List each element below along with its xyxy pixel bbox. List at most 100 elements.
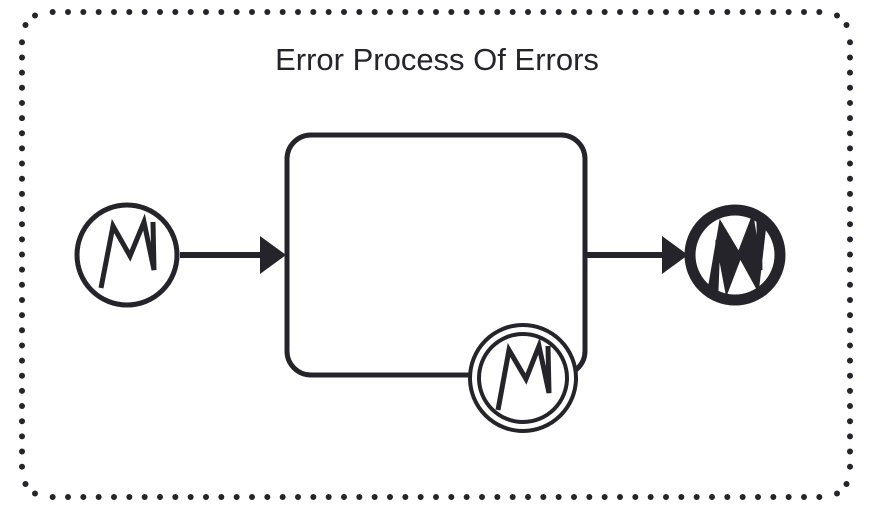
pool-border-dot xyxy=(264,9,271,15)
pool-border-dot xyxy=(218,494,225,500)
pool-border-dot xyxy=(847,403,853,410)
pool-border-dot xyxy=(801,9,807,15)
pool-border-dot xyxy=(19,433,25,440)
pool-border-dot xyxy=(540,494,547,500)
pool-border-dot xyxy=(19,160,25,167)
sequence-flow-task-to-end[interactable] xyxy=(586,236,688,274)
pool-border-dot xyxy=(417,9,424,15)
pool-border-dot xyxy=(19,236,25,243)
error-event-icon xyxy=(495,337,552,411)
pool-border-dot xyxy=(95,9,102,15)
pool-border-dot xyxy=(847,190,853,197)
pool-border-dot xyxy=(80,494,87,500)
pool-border-dot xyxy=(19,175,25,182)
pool-border-dot xyxy=(341,9,347,15)
pool-border-dot xyxy=(448,9,455,15)
pool-border-dot xyxy=(843,22,850,28)
pool-border-dot xyxy=(49,494,56,500)
pool-border-dot xyxy=(19,130,25,137)
pool-border-dot xyxy=(847,251,853,258)
pool-border-dot xyxy=(479,9,485,15)
pool-border-dot xyxy=(65,494,71,500)
pool-border-dot xyxy=(356,494,363,500)
pool-border-dot xyxy=(724,494,731,500)
pool-border-dot xyxy=(847,357,853,364)
sequence-flow-start-to-task[interactable] xyxy=(180,236,286,274)
pool-border-dot xyxy=(601,494,608,500)
pool-border-dot xyxy=(433,9,439,15)
pool-border-dot xyxy=(847,206,853,213)
pool-border-dot xyxy=(310,9,317,15)
pool-border-dot xyxy=(632,494,639,500)
pool-border-dot xyxy=(816,9,823,15)
pool-border-dot xyxy=(111,9,117,15)
pool-border-dot xyxy=(65,9,71,15)
pool-border-dot xyxy=(739,494,746,500)
end-event-error[interactable] xyxy=(684,204,786,306)
pool-border-dot xyxy=(325,9,332,15)
pool-border-dot xyxy=(233,9,240,15)
pool-border-dot xyxy=(617,494,623,500)
pool-border-dot xyxy=(402,494,409,500)
pool-border-dot xyxy=(709,494,715,500)
pool-border-dot xyxy=(19,448,25,455)
pool-border-dot xyxy=(19,69,25,76)
pool-border-dot xyxy=(663,494,669,500)
pool-border-dot xyxy=(693,494,700,500)
pool-border-dot xyxy=(847,266,853,273)
pool-border-dot xyxy=(755,494,761,500)
pool-border-dot xyxy=(571,494,577,500)
arrowhead-icon xyxy=(662,236,688,274)
task-shape xyxy=(284,132,588,378)
pool-border-dot xyxy=(525,494,531,500)
boundary-event-error[interactable] xyxy=(468,323,578,433)
pool-border-dot xyxy=(601,9,608,15)
pool-border-dot xyxy=(448,494,455,500)
pool-border-dot xyxy=(141,9,148,15)
pool-border-dot xyxy=(19,99,25,106)
boundary-event-outer-ring xyxy=(468,323,578,433)
pool-border-dot xyxy=(540,9,547,15)
pool-border-dot xyxy=(341,494,347,500)
pool-border-dot xyxy=(249,494,255,500)
pool-border-dot xyxy=(816,494,823,500)
task-activity[interactable] xyxy=(284,132,588,378)
pool-border-dot xyxy=(525,9,531,15)
pool-border-dot xyxy=(586,9,593,15)
pool-border-dot xyxy=(847,463,853,470)
pool-border-dot xyxy=(801,494,807,500)
pool-border-dot xyxy=(19,463,25,470)
pool-border-dot xyxy=(755,9,761,15)
pool-border-dot xyxy=(19,418,25,425)
pool-border-dot xyxy=(847,296,853,303)
pool-border-dot xyxy=(509,494,516,500)
pool-border-dot xyxy=(847,130,853,137)
pool-border-dot xyxy=(19,403,25,410)
pool-border-dot xyxy=(310,494,317,500)
pool-border-dot xyxy=(19,342,25,349)
pool-border-dot xyxy=(847,145,853,152)
pool-border-dot xyxy=(509,9,516,15)
pool-border-dot xyxy=(157,494,163,500)
pool-border-dot xyxy=(847,39,853,46)
pool-border-dot xyxy=(19,372,25,379)
pool-border-dot xyxy=(19,296,25,303)
pool-border-dot xyxy=(847,448,853,455)
pool-border-dot xyxy=(111,494,117,500)
start-event-error[interactable] xyxy=(74,202,180,308)
pool-border-dot xyxy=(632,9,639,15)
pool-border-dot xyxy=(95,494,102,500)
error-event-icon xyxy=(707,212,767,298)
pool-border-dot xyxy=(218,9,225,15)
pool-border-dot xyxy=(295,494,301,500)
pool-border-dot xyxy=(479,494,485,500)
pool-border-dot xyxy=(19,206,25,213)
pool-border-dot xyxy=(463,494,470,500)
pool-border-dot xyxy=(739,9,746,15)
pool-border-dot xyxy=(32,490,38,497)
process-pool-border xyxy=(19,9,853,500)
pool-border-dot xyxy=(555,9,562,15)
pool-border-dot xyxy=(847,115,853,122)
